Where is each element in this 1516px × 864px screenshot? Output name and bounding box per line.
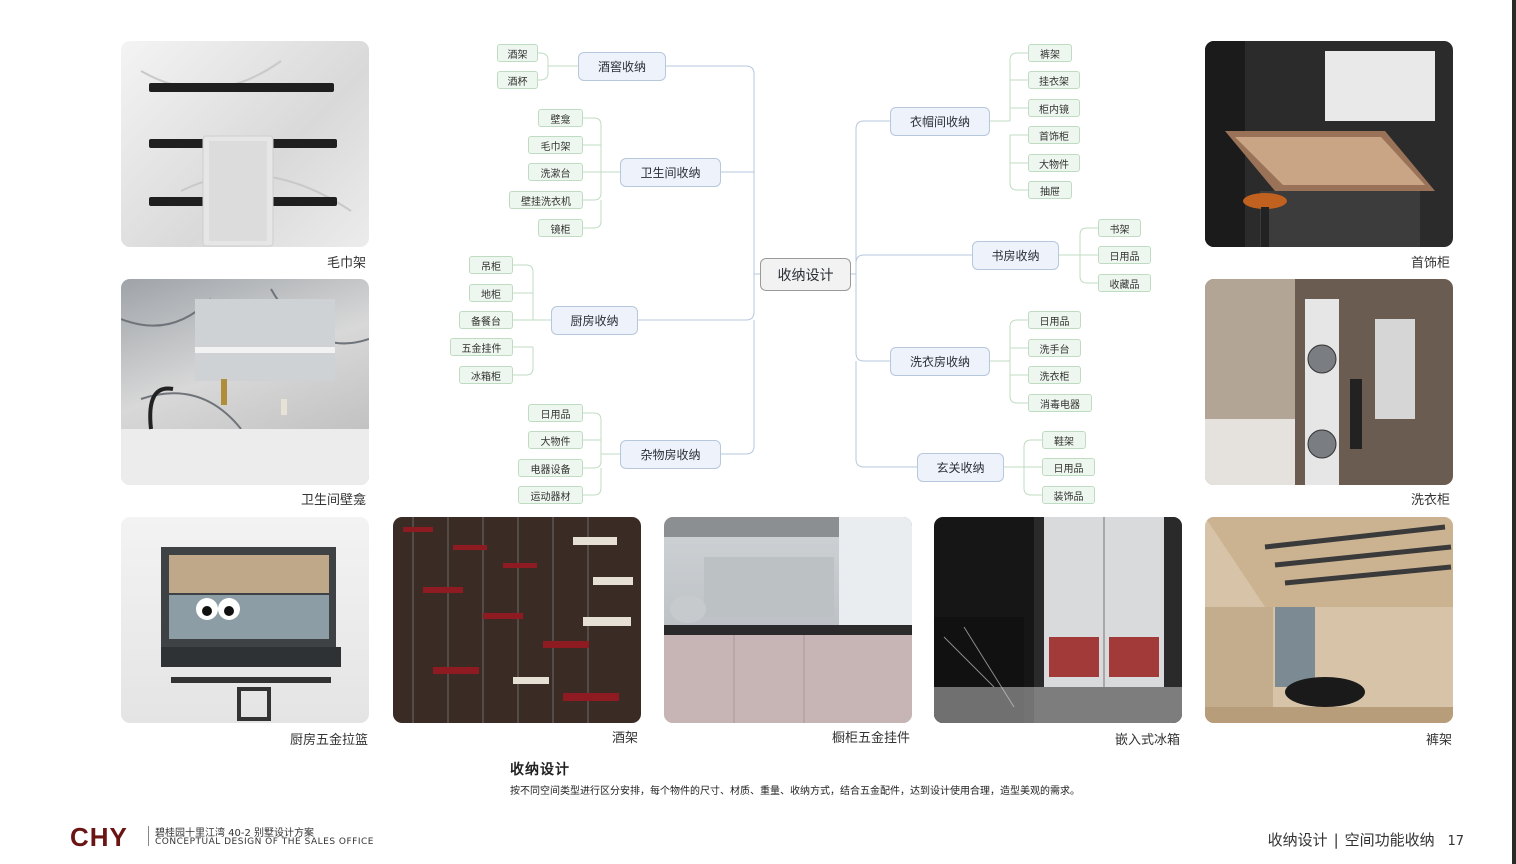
- leaf-study-2: 日用品: [1098, 246, 1151, 264]
- branch-wine-cellar: 酒窖收纳: [578, 52, 666, 81]
- leaf-wine-cellar-2: 酒杯: [497, 71, 538, 89]
- caption-cabinet-hardware: 橱柜五金挂件: [831, 731, 910, 746]
- leaf-laundry-4: 消毒电器: [1028, 394, 1092, 412]
- jewelry-cabinet-photo: [1205, 41, 1453, 247]
- footer-section: 收纳设计: [1267, 831, 1328, 849]
- leaf-cloakroom-5: 大物件: [1028, 154, 1080, 172]
- leaf-kitchen-5: 冰箱柜: [459, 366, 513, 384]
- description-text: 按不同空间类型进行区分安排，每个物件的尺寸、材质、重量、收纳方式，结合五金配件，…: [510, 786, 1080, 797]
- leaf-laundry-3: 洗衣柜: [1028, 366, 1081, 384]
- kitchen-basket-photo: [121, 517, 369, 723]
- leaf-bathroom-5: 镜柜: [538, 219, 583, 237]
- caption-wine-rack: 酒架: [611, 731, 638, 746]
- leaf-kitchen-2: 地柜: [469, 284, 513, 302]
- caption-kitchen-basket: 厨房五金拉篮: [289, 733, 368, 748]
- chy-logo: CHY: [70, 822, 146, 853]
- leaf-cloakroom-1: 裤架: [1028, 44, 1072, 62]
- leaf-bathroom-3: 洗漱台: [528, 163, 583, 181]
- leaf-study-1: 书架: [1098, 219, 1141, 237]
- mindmap-root: 收纳设计: [760, 258, 851, 291]
- leaf-laundry-1: 日用品: [1028, 311, 1081, 329]
- leaf-laundry-2: 洗手台: [1028, 339, 1081, 357]
- leaf-entrance-3: 装饰品: [1042, 486, 1095, 504]
- leaf-cloakroom-4: 首饰柜: [1028, 126, 1080, 144]
- leaf-entrance-2: 日用品: [1042, 458, 1095, 476]
- caption-builtin-fridge: 嵌入式冰箱: [1114, 733, 1180, 748]
- leaf-storeroom-2: 大物件: [528, 431, 583, 449]
- footer-section-info: 收纳设计 | 空间功能收纳 17: [1268, 829, 1464, 850]
- leaf-kitchen-1: 吊柜: [469, 256, 513, 274]
- branch-study: 书房收纳: [972, 241, 1059, 270]
- leaf-cloakroom-3: 柜内镜: [1028, 99, 1080, 117]
- description-title: 收纳设计: [510, 762, 570, 778]
- branch-cloakroom: 衣帽间收纳: [890, 107, 990, 136]
- caption-towel-rack: 毛巾架: [326, 256, 366, 271]
- page-number: 17: [1447, 834, 1464, 849]
- logo-text: CHY: [70, 825, 128, 849]
- wine-rack-photo: [393, 517, 641, 723]
- footer-subtitle: CONCEPTUAL DESIGN OF THE SALES OFFICE: [155, 837, 374, 847]
- footer-separator: |: [1333, 831, 1339, 849]
- caption-trouser-rack: 裤架: [1425, 733, 1452, 748]
- leaf-cloakroom-6: 抽屉: [1028, 181, 1072, 199]
- leaf-storeroom-1: 日用品: [528, 404, 583, 422]
- bathroom-niche-photo: [121, 279, 369, 485]
- branch-kitchen: 厨房收纳: [551, 306, 638, 335]
- leaf-storeroom-4: 运动器材: [518, 486, 583, 504]
- footer-project: 碧桂园十里江湾 40-2 别墅设计方案: [155, 828, 315, 839]
- branch-entrance: 玄关收纳: [917, 453, 1004, 482]
- laundry-cabinet-photo: [1205, 279, 1453, 485]
- caption-jewelry-cabinet: 首饰柜: [1410, 256, 1450, 271]
- leaf-bathroom-2: 毛巾架: [528, 136, 583, 154]
- leaf-study-3: 收藏品: [1098, 274, 1151, 292]
- caption-laundry-cabinet: 洗衣柜: [1410, 493, 1450, 508]
- trouser-rack-photo: [1205, 517, 1453, 723]
- leaf-bathroom-1: 壁龛: [538, 109, 583, 127]
- towel-rack-photo: [121, 41, 369, 247]
- leaf-kitchen-3: 备餐台: [459, 311, 513, 329]
- footer-divider: [148, 826, 149, 846]
- branch-storeroom: 杂物房收纳: [620, 440, 721, 469]
- footer-subsection: 空间功能收纳: [1344, 831, 1435, 849]
- branch-laundry: 洗衣房收纳: [890, 347, 990, 376]
- leaf-kitchen-4: 五金挂件: [450, 338, 513, 356]
- leaf-wine-cellar-1: 酒架: [497, 44, 538, 62]
- builtin-fridge-photo: [934, 517, 1182, 723]
- leaf-entrance-1: 鞋架: [1042, 431, 1086, 449]
- leaf-bathroom-4: 壁挂洗衣机: [509, 191, 583, 209]
- caption-bathroom-niche: 卫生间壁龛: [300, 493, 366, 508]
- logo-icon: CHY: [70, 822, 128, 852]
- branch-bathroom: 卫生间收纳: [620, 158, 721, 187]
- leaf-cloakroom-2: 挂衣架: [1028, 71, 1080, 89]
- cabinet-hardware-photo: [664, 517, 912, 723]
- right-edge-bar: [1512, 0, 1516, 864]
- leaf-storeroom-3: 电器设备: [518, 459, 583, 477]
